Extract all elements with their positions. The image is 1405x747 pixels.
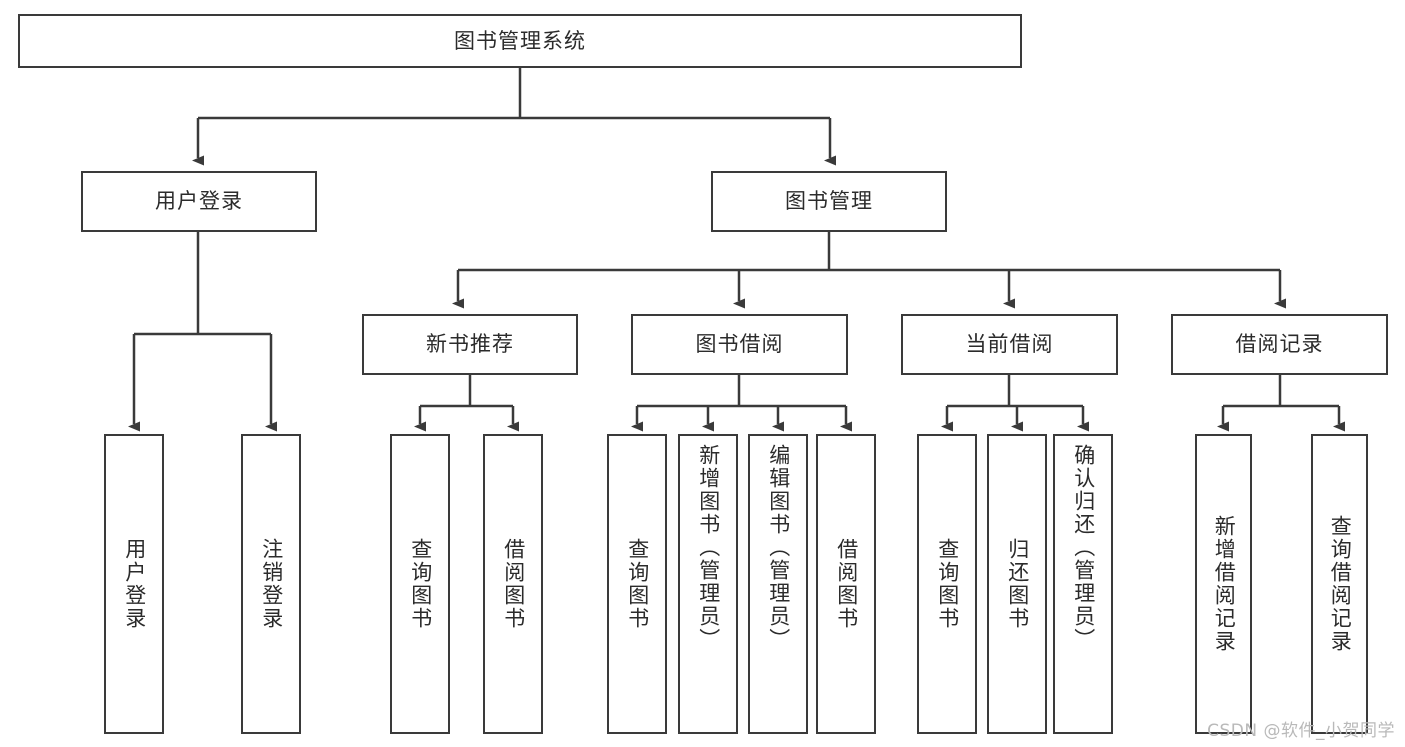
leaf-current-confirm-return-label: 确认归还（管理员） [1071, 444, 1096, 651]
leaf-record-add[interactable]: 新增借阅记录 [1195, 434, 1252, 734]
node-borrow-record-label: 借阅记录 [1235, 332, 1324, 357]
leaf-current-return-book-label: 归还图书 [1005, 538, 1030, 630]
node-book-borrow-label: 图书借阅 [695, 332, 784, 357]
node-root[interactable]: 图书管理系统 [18, 14, 1022, 68]
node-user-login-label: 用户登录 [155, 189, 243, 214]
leaf-record-query-label: 查询借阅记录 [1328, 515, 1353, 653]
node-root-label: 图书管理系统 [454, 28, 586, 53]
leaf-user-login-signin[interactable]: 用户登录 [104, 434, 164, 734]
leaf-record-query[interactable]: 查询借阅记录 [1311, 434, 1368, 734]
node-current-borrow[interactable]: 当前借阅 [901, 314, 1118, 375]
leaf-current-query-book[interactable]: 查询图书 [917, 434, 977, 734]
leaf-borrow-query-book[interactable]: 查询图书 [607, 434, 667, 734]
node-book-borrow[interactable]: 图书借阅 [631, 314, 848, 375]
node-current-borrow-label: 当前借阅 [965, 332, 1054, 357]
leaf-borrow-edit-book-label: 编辑图书（管理员） [766, 444, 791, 651]
leaf-new-book-query[interactable]: 查询图书 [390, 434, 450, 734]
leaf-current-query-book-label: 查询图书 [935, 538, 960, 630]
node-new-book-recommend[interactable]: 新书推荐 [362, 314, 578, 375]
watermark: CSDN @软件_小贺同学 [1207, 721, 1395, 741]
leaf-borrow-borrow-book-label: 借阅图书 [834, 538, 859, 630]
leaf-current-confirm-return[interactable]: 确认归还（管理员） [1053, 434, 1113, 734]
leaf-borrow-add-book[interactable]: 新增图书（管理员） [678, 434, 738, 734]
leaf-borrow-query-book-label: 查询图书 [625, 538, 650, 630]
leaf-borrow-add-book-label: 新增图书（管理员） [696, 444, 721, 651]
leaf-record-add-label: 新增借阅记录 [1212, 515, 1237, 653]
leaf-new-book-borrow[interactable]: 借阅图书 [483, 434, 543, 734]
node-borrow-record[interactable]: 借阅记录 [1171, 314, 1388, 375]
node-book-management[interactable]: 图书管理 [711, 171, 947, 232]
leaf-borrow-edit-book[interactable]: 编辑图书（管理员） [748, 434, 808, 734]
leaf-new-book-borrow-label: 借阅图书 [501, 538, 526, 630]
leaf-user-login-signout[interactable]: 注销登录 [241, 434, 301, 734]
node-user-login[interactable]: 用户登录 [81, 171, 317, 232]
node-new-book-recommend-label: 新书推荐 [426, 332, 514, 357]
node-book-management-label: 图书管理 [785, 189, 873, 214]
leaf-new-book-query-label: 查询图书 [408, 538, 433, 630]
leaf-user-login-signout-label: 注销登录 [259, 538, 284, 630]
leaf-user-login-signin-label: 用户登录 [122, 538, 147, 630]
leaf-borrow-borrow-book[interactable]: 借阅图书 [816, 434, 876, 734]
leaf-current-return-book[interactable]: 归还图书 [987, 434, 1047, 734]
